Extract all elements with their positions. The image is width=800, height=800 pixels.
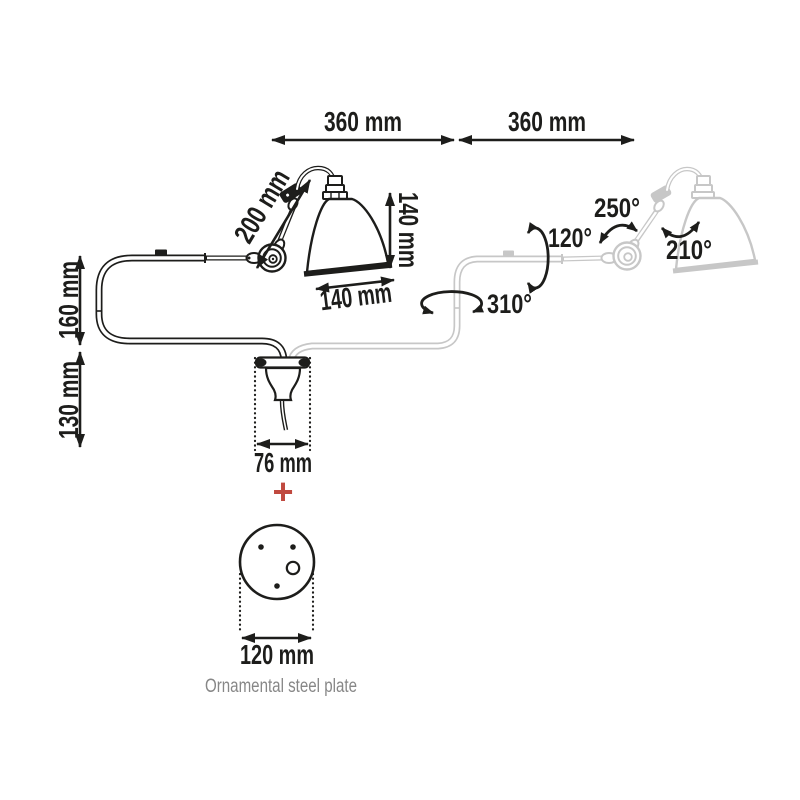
dim-label-140-width: 140 mm [318,277,393,317]
plate-hole-3 [274,583,280,589]
wall-lamp-drawing [95,165,393,361]
rotation-arrow-250 [598,221,638,244]
dim-label-76: 76 mm [254,447,312,478]
rotation-arrow-210 [660,221,701,239]
bracket-body [264,366,302,402]
plate-outline [238,523,316,601]
angle-annotations: 120° 250° 210° 310° [420,193,712,319]
plate-hole-2 [290,544,296,550]
ghost-shade-rim [672,259,759,274]
dim-label-140-height: 140 mm [393,192,424,268]
shade-rim [303,262,393,277]
dimension-annotations: 360 mm 360 mm 200 mm 140 mm 140 mm 160 m… [53,106,635,478]
bracket-screw-left [255,358,267,367]
dim-label-360-right: 360 mm [508,106,586,137]
plate-caption: Ornamental steel plate [205,676,357,697]
dim-label-130: 130 mm [53,361,84,439]
dim-arrow-200 [255,179,312,269]
ghost-arm-tab [503,250,514,256]
ghost-socket [691,175,715,199]
wall-bracket [254,356,311,431]
angle-label-250: 250° [594,193,640,223]
ghost-lamp-drawing [287,166,759,362]
rotation-arrow-310 [420,290,484,315]
arm-tab [155,249,167,256]
ghost-elbow-joint [612,241,642,271]
plate-hole-1 [258,544,264,550]
lamp-shade [305,197,390,274]
plate-cable-hole [285,560,301,576]
angle-label-120: 120° [548,223,592,253]
angle-label-210: 210° [666,235,712,265]
socket [322,175,348,200]
angle-label-310: 310° [487,289,532,319]
dim-label-160: 160 mm [53,261,84,339]
bracket-screw-right [298,358,310,367]
dim-arrow-140-width [315,276,395,293]
ornamental-steel-plate: 120 mm Ornamental steel plate [205,523,357,697]
dim-label-120mm: 120 mm [240,639,314,670]
plus-icon: + [272,471,293,512]
dim-label-360-left: 360 mm [324,106,402,137]
rotation-arrow-120 [526,222,550,294]
dim-label-200: 200 mm [228,164,296,249]
